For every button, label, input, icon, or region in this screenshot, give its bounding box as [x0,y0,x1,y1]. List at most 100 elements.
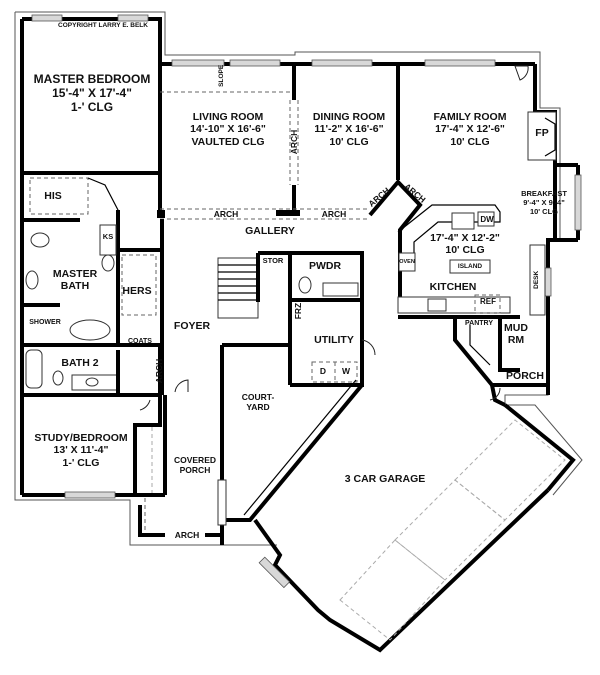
room-name: BREAKFAST [521,189,567,198]
room-living-room: LIVING ROOM 14'-10" X 16'-6" VAULTED CLG [166,111,290,148]
window [171,59,225,67]
master-bedroom-walls [20,14,162,495]
room-dining-room: DINING ROOM 11'-2" X 16'-6" 10' CLG [302,111,396,148]
arch-front-porch: ARCH [174,530,200,540]
ks-label: KS [102,232,114,241]
room-size: 13' X 11'-4" [53,444,109,457]
bath2-walls [22,345,162,397]
window [229,59,281,67]
dishwasher [477,211,495,227]
room-utility: UTILITY [314,334,354,346]
room-hers-closet: HERS [122,285,152,297]
top-walls [160,59,582,395]
his-closet [29,177,89,215]
room-breakfast: BREAKFAST 9'-4" X 9'-4" 10' CLG [514,189,574,217]
sink [25,270,39,290]
room-gallery: GALLERY [245,225,295,237]
sink [101,254,115,272]
room-master-bedroom: MASTER BEDROOM 15'-4" X 17'-4" 1-' CLG [26,72,158,114]
room-his-closet: HIS [44,190,62,202]
garage-doors [339,419,566,641]
room-name: COURT- [241,392,275,402]
cooktop [427,298,447,312]
garage-walls [222,379,576,653]
door-swings [139,65,529,411]
room-size: 11'-2" X 16'-6" [314,123,384,136]
room-powder: PWDR [308,260,342,272]
fireplace [527,111,557,161]
room-size: 9'-4" X 9'-4" [523,197,565,207]
room-foyer: FOYER [173,320,211,332]
dishwasher-label: DW [480,215,494,224]
room-ceiling: 10' CLG [445,244,485,257]
room-name: STUDY/BEDROOM [34,432,128,444]
refrigerator-label: REF [480,297,496,306]
freezer-label: FRZ [292,302,303,320]
room-size: 17'-4" X 12'-6" [435,123,505,136]
room-size: 15'-4" X 17'-4" [52,86,132,101]
desk [529,244,546,316]
room-name-2: RM [507,334,525,347]
room-covered-porch: COVERED PORCH [170,455,220,475]
room-porch: PORCH [506,370,544,382]
kitchen-fixtures [397,204,546,319]
room-ceiling: 10' CLG [529,206,559,216]
room-name: MASTER [52,268,98,280]
room-name: MASTER BEDROOM [33,72,151,86]
window [64,491,116,499]
vanity [322,282,359,297]
arch-living-dining: ARCH [288,129,299,155]
room-ceiling: 10' CLG [329,135,369,148]
dryer-label: D [319,366,327,376]
window [424,59,496,67]
room-name: FAMILY ROOM [433,111,507,123]
desk-label: DESK [533,270,541,289]
bathtub [25,349,43,389]
window [117,14,149,22]
toilet [30,232,50,248]
covered-porch-walls [138,479,227,537]
room-mud-room: MUD RM [500,322,532,347]
room-garage: 3 CAR GARAGE [344,473,426,485]
room-bath-2: BATH 2 [61,357,99,369]
room-ceiling: 10' CLG [450,135,490,148]
island-label: ISLAND [457,263,483,270]
window [574,174,582,231]
window [31,14,63,22]
study-walls [22,395,167,499]
room-name: MUD [504,322,528,334]
counter [397,296,511,314]
stairs [217,257,259,319]
room-size: 14'-10" X 16'-6" [190,123,266,136]
room-name-2: BATH [60,280,90,293]
oven-label: OVEN [399,259,415,265]
room-size: 17'-4" X 12'-2" [430,232,500,244]
window [544,267,552,297]
slope-label: SLOPE [218,64,226,87]
arch-foyer-hall: ARCH [153,358,164,384]
room-name: LIVING ROOM [192,111,264,123]
oven [398,252,416,272]
room-master-bath: MASTER BATH [40,268,110,293]
room-name-2: PORCH [179,465,211,476]
room-name: DINING ROOM [312,111,386,123]
window [311,59,373,67]
room-name: COVERED [173,455,217,465]
kitchen-dimensions: 17'-4" X 12'-2" 10' CLG [420,232,510,257]
toilet [52,370,64,386]
room-name-2: YARD [246,402,270,413]
master-bath-walls [22,177,160,347]
refrigerator [474,294,501,314]
mud-pantry-walls [453,317,550,407]
room-ceiling: VAULTED CLG [191,135,265,148]
room-kitchen: KITCHEN [429,281,477,293]
front-door [217,479,227,526]
island [449,259,491,274]
stair-treads [218,264,258,301]
room-courtyard: COURT- YARD [236,392,280,412]
room-pantry: PANTRY [465,320,493,327]
sink [85,377,99,387]
toilet [298,276,312,294]
room-family-room: FAMILY ROOM 17'-4" X 12'-6" 10' CLG [415,111,525,148]
